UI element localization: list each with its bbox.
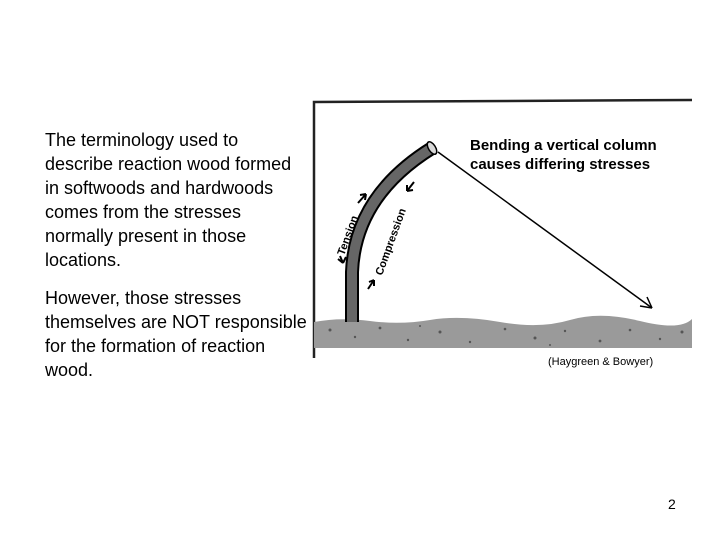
figure-frame xyxy=(312,98,693,358)
compression-label: Compression xyxy=(374,207,409,277)
tension-arrow-top xyxy=(357,193,367,204)
ground-texture xyxy=(328,325,684,346)
figure-title-line-1: Bending a vertical column xyxy=(470,137,657,154)
force-arrow-line xyxy=(437,151,653,309)
page-number: 2 xyxy=(668,496,676,512)
column-top-end xyxy=(426,141,438,155)
tension-arrow-bottom xyxy=(337,255,347,264)
body-paragraph-stresses: However, those stresses themselves are N… xyxy=(45,288,307,380)
body-paragraph-terminology: The terminology used to describe reactio… xyxy=(45,130,292,270)
bending-column-figure: Tension Compression Bending a vertical c… xyxy=(310,96,694,366)
compression-arrow-top xyxy=(406,181,415,192)
ground-soil xyxy=(314,315,692,348)
force-arrow-head xyxy=(639,296,653,309)
figure-caption: (Haygreen & Bowyer) xyxy=(548,356,654,368)
figure-title-line-2: causes differing stresses xyxy=(470,156,650,173)
bending-column-diagram: Tension Compression Bending a vertical c… xyxy=(312,98,693,358)
compression-arrow-bottom xyxy=(367,279,375,290)
bent-column-fill xyxy=(347,143,435,322)
